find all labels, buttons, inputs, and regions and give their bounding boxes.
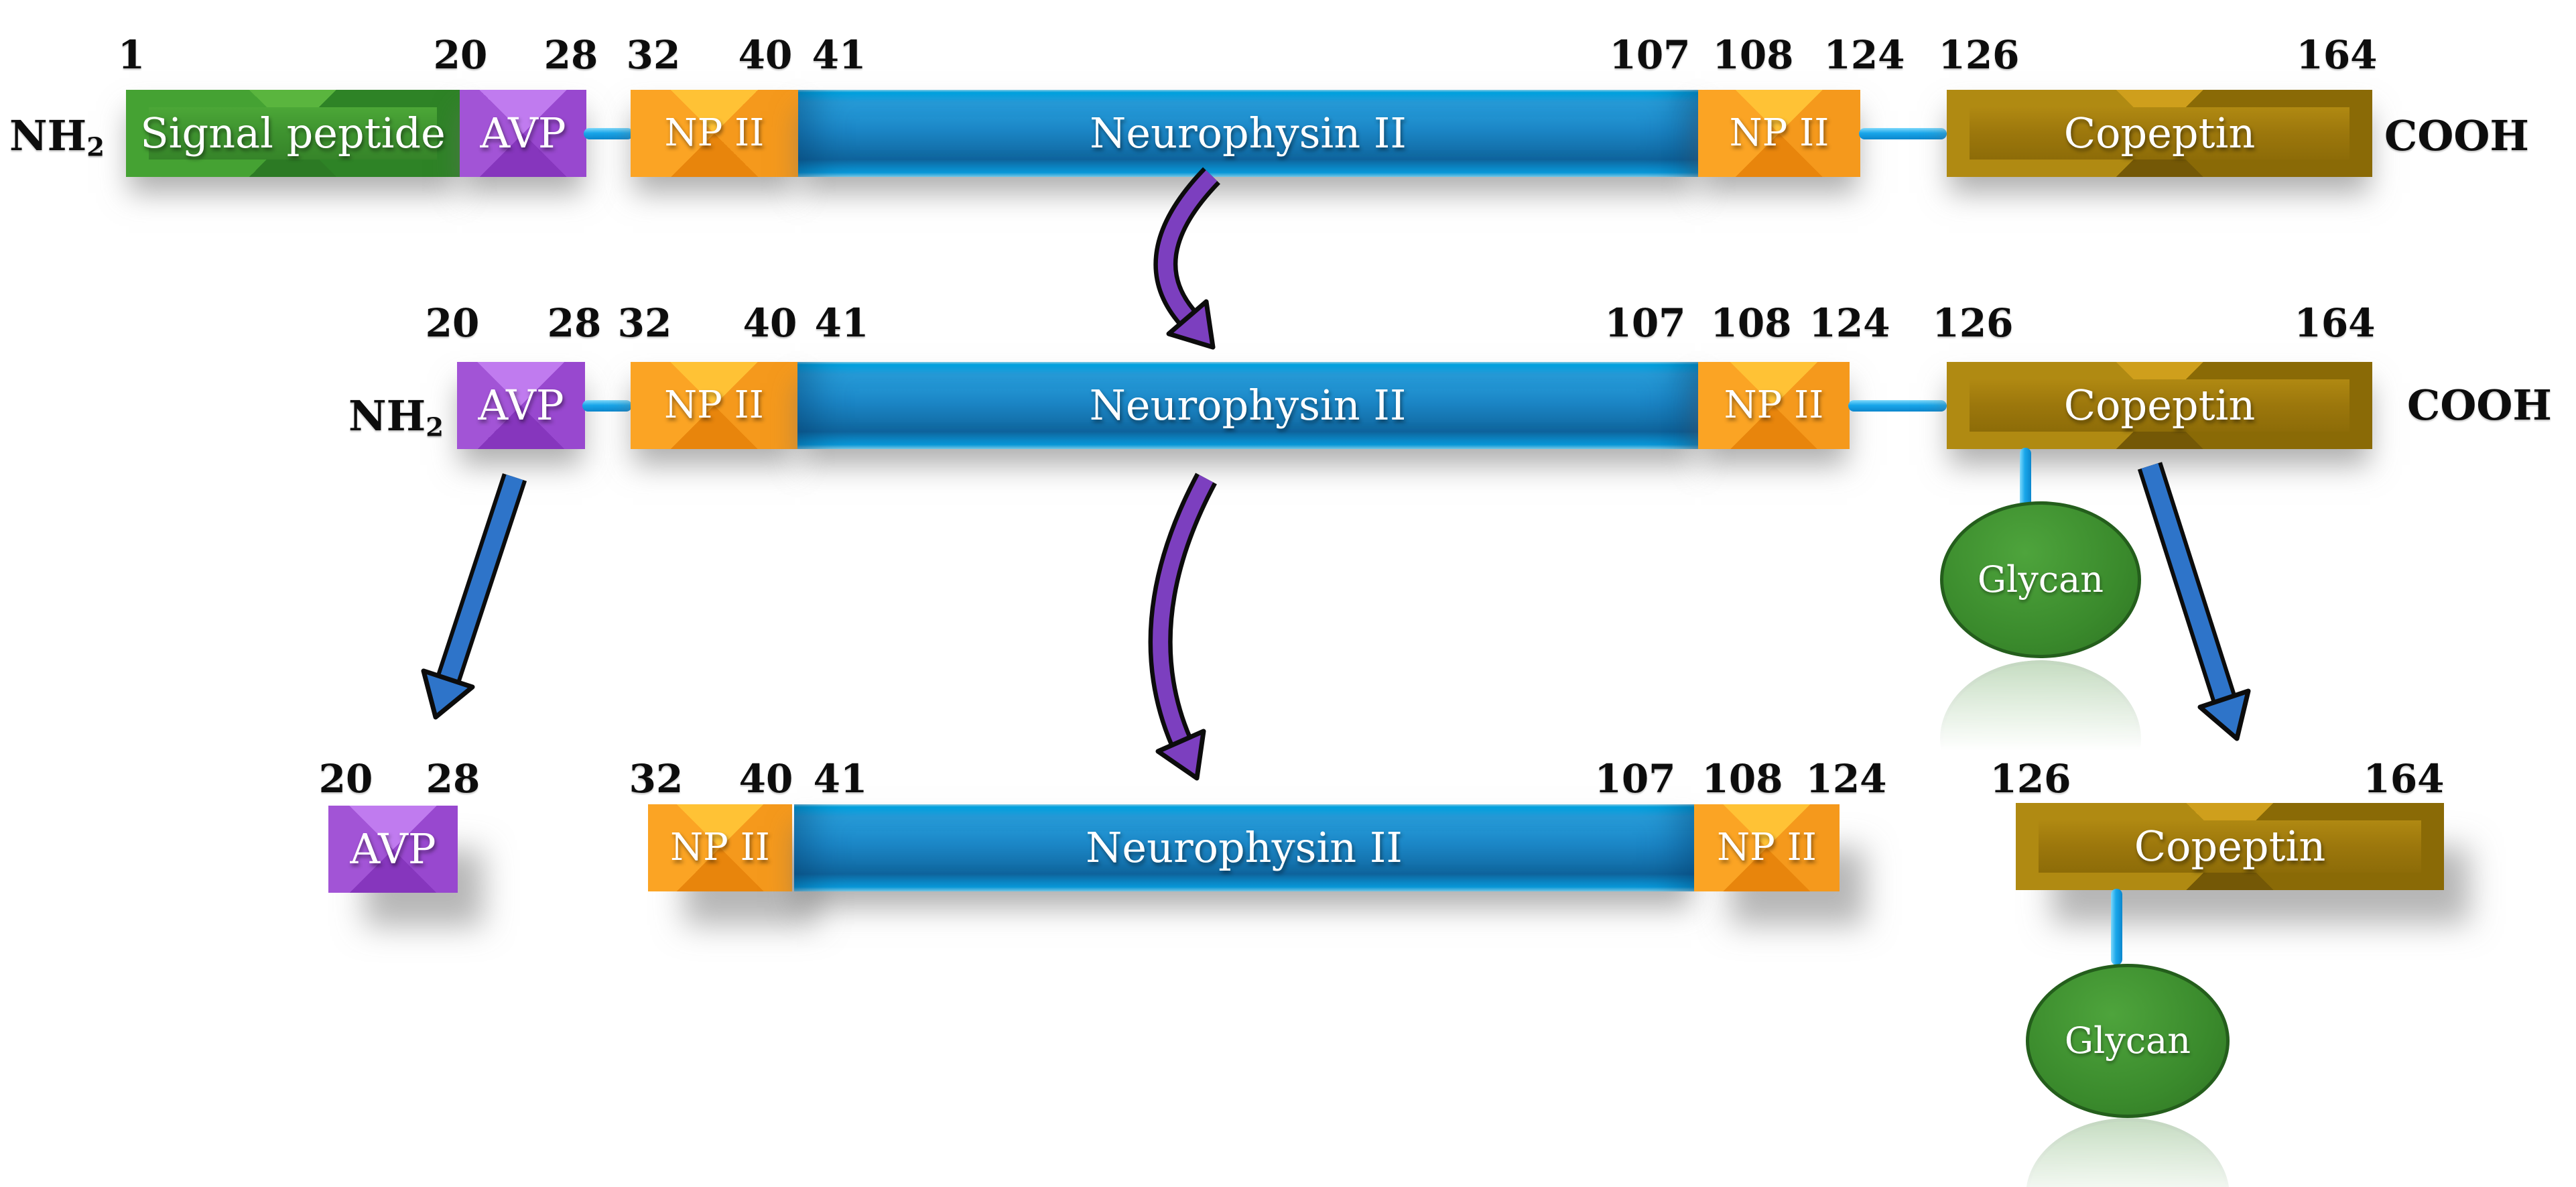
glycan-label: Glycan [2064,1019,2191,1062]
residue-number: 124 [1809,300,1890,346]
avp-box: AVP [460,90,586,177]
avp-label: AVP [480,109,566,158]
neurophysin-box: Neurophysin II [794,804,1694,891]
residue-number: 41 [813,756,868,802]
copeptin-box: Copeptin [2016,803,2444,890]
np2-left-box: NP II [631,90,798,177]
peptide-linker [582,400,632,412]
residue-number: 28 [426,756,480,802]
neurophysin-box: Neurophysin II [797,362,1698,449]
residue-number: 40 [738,756,793,802]
residue-number: 164 [2296,32,2378,78]
residue-number: 20 [318,756,373,802]
residue-number: 28 [547,300,602,346]
peptide-linker [1848,400,1947,412]
copeptin-box: Copeptin [1947,90,2372,177]
residue-number: 40 [738,32,793,78]
residue-number: 32 [617,300,672,346]
copeptin-box: Copeptin [1947,362,2372,449]
signal-peptide-label: Signal peptide [140,109,446,158]
np2-right-box: NP II [1698,90,1860,177]
residue-number: 108 [1710,300,1792,346]
amino-terminus-label: NH2 [9,111,105,163]
residue-number: 32 [629,756,684,802]
residue-number: 40 [743,300,797,346]
residue-number: 32 [626,32,681,78]
residue-number: 41 [814,300,869,346]
residue-number: 124 [1823,32,1905,78]
np2-label: NP II [1729,111,1829,155]
neurophysin-box: Neurophysin II [798,90,1698,177]
copeptin-release-arrow-icon [2137,462,2251,741]
carboxy-terminus-label: COOH [2384,111,2529,160]
amino-terminus-label: NH2 [348,391,444,443]
np2-left-box: NP II [631,362,797,449]
carboxy-terminus-label: COOH [2407,381,2552,430]
avp-release-arrow-icon [421,473,527,720]
glycan-label: Glycan [1977,558,2104,601]
signal-peptide-box: Signal peptide [126,90,460,177]
residue-number: 108 [1701,756,1783,802]
np2-label: NP II [670,826,770,869]
residue-number: 164 [2363,756,2445,802]
np2-label: NP II [1717,826,1817,869]
residue-number: 124 [1805,756,1887,802]
glycan-reflection [2026,1118,2230,1187]
np2-label: NP II [664,111,765,155]
residue-number: 126 [1938,32,2020,78]
residue-number: 107 [1609,32,1691,78]
np2-label: NP II [1724,383,1824,427]
glycan-ellipse: Glycan [2026,964,2230,1118]
avp-label: AVP [350,824,436,873]
avp-box: AVP [457,362,585,449]
residue-number: 28 [543,32,598,78]
residue-number: 164 [2294,300,2376,346]
cleavage-curved-arrow-icon [1148,473,1217,781]
glycan-linker [2111,889,2122,965]
residue-number: 41 [812,32,866,78]
copeptin-label: Copeptin [2063,381,2256,430]
residue-number: 1 [117,32,145,78]
np2-right-box: NP II [1694,804,1840,891]
neurophysin-label: Neurophysin II [1086,823,1403,872]
avp-label: AVP [478,381,564,430]
peptide-linker [584,128,633,139]
glycan-ellipse: Glycan [1940,501,2141,658]
copeptin-label: Copeptin [2063,109,2256,158]
residue-number: 108 [1712,32,1794,78]
avp-box: AVP [328,806,458,893]
np2-left-box: NP II [648,804,792,891]
np2-right-box: NP II [1698,362,1850,449]
copeptin-label: Copeptin [2134,822,2326,871]
residue-number: 126 [1932,300,2014,346]
neurophysin-label: Neurophysin II [1090,109,1407,158]
glycan-linker [2020,448,2031,509]
peptide-linker [1859,128,1947,139]
residue-number: 107 [1594,756,1676,802]
np2-label: NP II [664,383,764,427]
cleavage-curved-arrow-icon [1153,167,1220,350]
residue-number: 126 [1990,756,2071,802]
residue-number: 20 [425,300,480,346]
neurophysin-label: Neurophysin II [1089,381,1407,430]
residue-number: 107 [1604,300,1686,346]
residue-number: 20 [433,32,488,78]
